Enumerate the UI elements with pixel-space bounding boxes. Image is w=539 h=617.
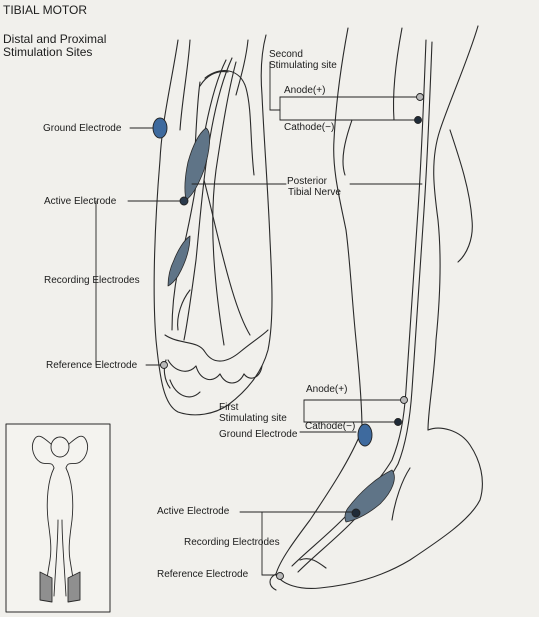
patient-inset	[5, 423, 111, 613]
posterior-tibial-nerve	[291, 39, 433, 573]
right-reference-electrode-label: Reference Electrode	[157, 569, 249, 580]
page-title: TIBIAL MOTOR	[3, 3, 88, 17]
plantar-foot-outline	[153, 34, 273, 416]
subtitle-line-1: Distal and Proximal	[3, 32, 107, 46]
right-active-electrode	[351, 508, 361, 518]
left-ground-electrode	[152, 117, 168, 139]
right-recording-electrodes-label: Recording Electrodes	[184, 537, 280, 548]
first-stim-line-2: Stimulating site	[219, 413, 287, 424]
posterior-tibial-line-2: Tibial Nerve	[288, 187, 341, 198]
left-ground-electrode-label: Ground Electrode	[43, 123, 122, 134]
right-reference-electrode	[276, 572, 284, 580]
upper-cathode	[414, 116, 422, 124]
left-recording-electrodes-label: Recording Electrodes	[44, 275, 140, 286]
lower-anode	[400, 396, 408, 404]
plantar-nerve-branches	[171, 57, 251, 346]
left-active-electrode	[179, 196, 189, 206]
lower-cathode-label: Cathode(−)	[305, 421, 356, 432]
lower-cathode	[394, 418, 402, 426]
lower-ground-electrode-label: Ground Electrode	[219, 429, 298, 440]
upper-cathode-label: Cathode(−)	[284, 122, 335, 133]
second-stim-line-1: Second	[269, 49, 303, 60]
leader-lines	[95, 61, 423, 576]
first-stim-line-1: First	[219, 402, 239, 413]
upper-anode	[416, 93, 424, 101]
subtitle-line-2: Stimulation Sites	[3, 45, 93, 59]
lower-ground-electrode	[357, 423, 373, 447]
posterior-tibial-line-1: Posterior	[287, 176, 328, 188]
left-reference-electrode-label: Reference Electrode	[46, 360, 138, 371]
second-stim-line-2: Stimulating site	[269, 60, 337, 71]
upper-anode-label: Anode(+)	[284, 85, 326, 96]
electrodes	[152, 93, 424, 580]
right-active-electrode-label: Active Electrode	[157, 506, 230, 517]
left-reference-electrode	[160, 361, 168, 369]
plantar-muscle	[167, 127, 210, 287]
leg-outline	[269, 25, 483, 591]
lower-anode-label: Anode(+)	[306, 384, 348, 395]
left-active-electrode-label: Active Electrode	[44, 196, 117, 207]
